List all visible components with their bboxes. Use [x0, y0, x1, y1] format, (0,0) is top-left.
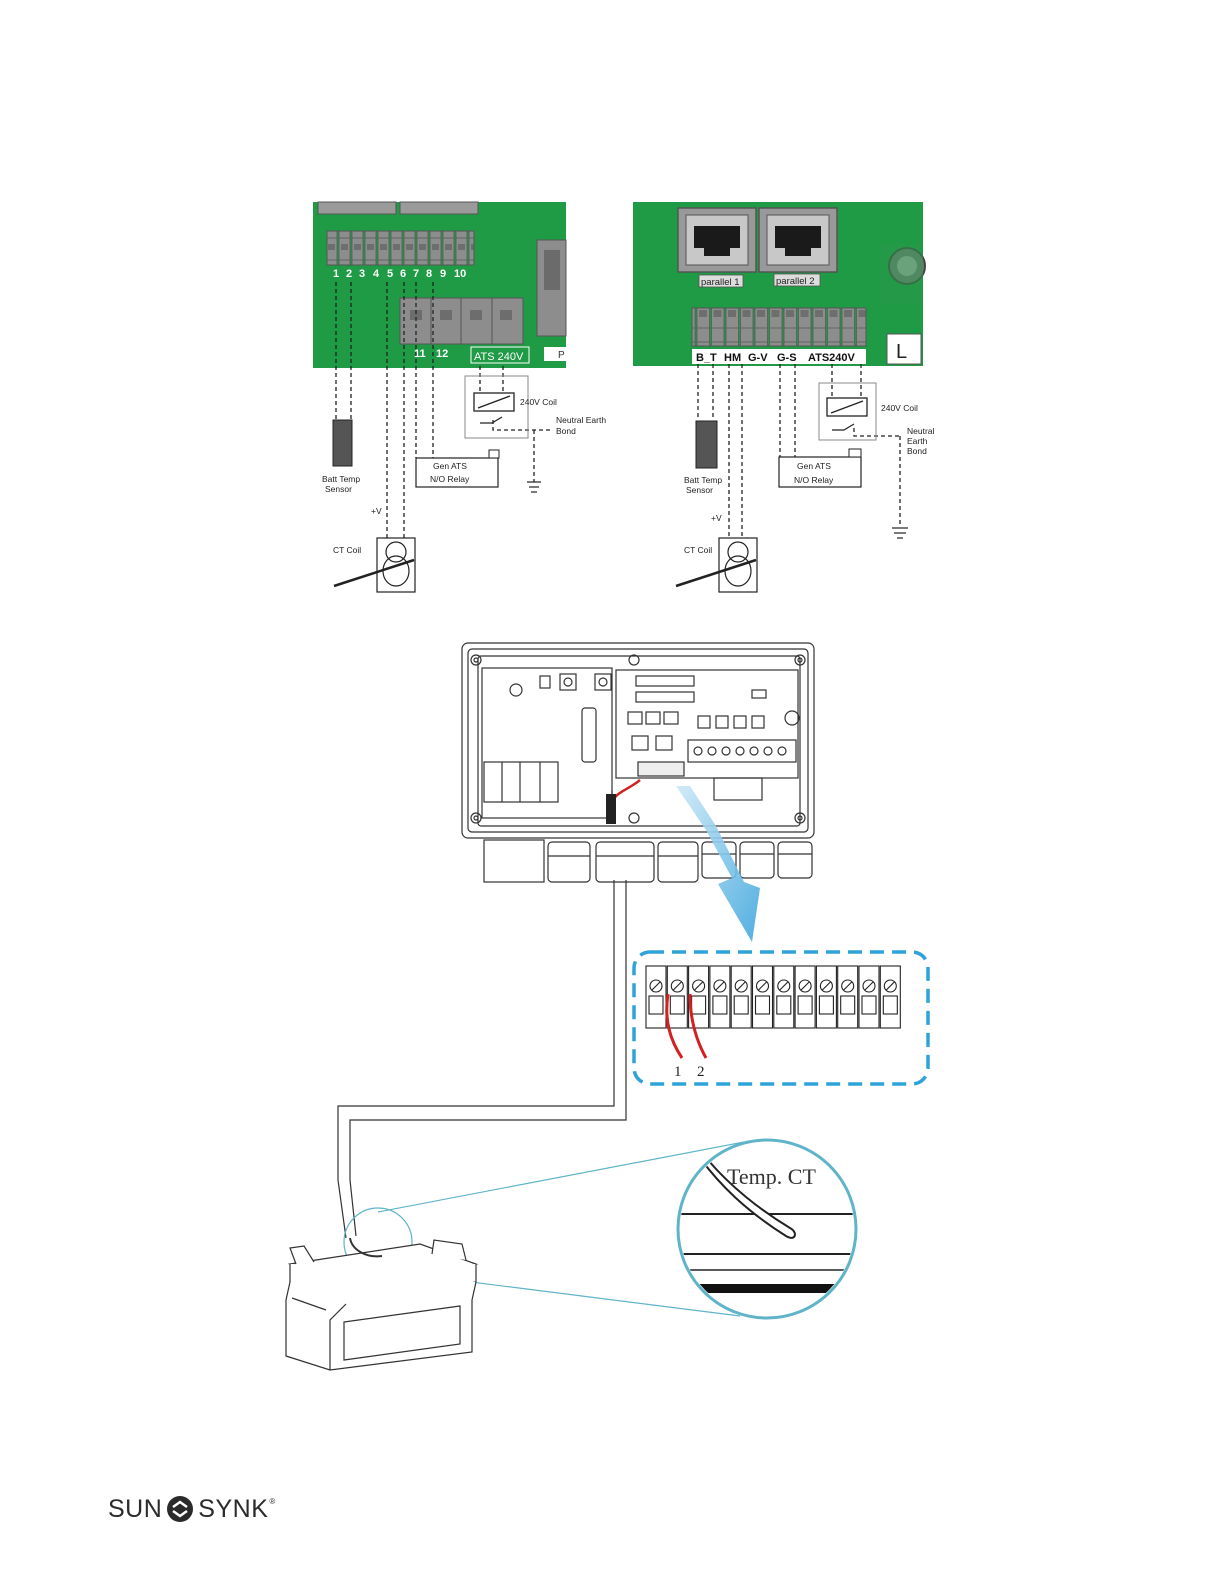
right-gen-ats-2: N/O Relay	[794, 475, 834, 485]
left-neutral-label-2: Bond	[556, 426, 576, 436]
right-batt-temp-2: Sensor	[686, 485, 713, 495]
left-ground-icon	[527, 482, 541, 492]
right-gv-label: G-V	[748, 352, 768, 364]
right-gs-label: G-S	[777, 352, 797, 364]
inverter-illustration	[462, 643, 814, 882]
right-neutral-3: Bond	[907, 446, 927, 456]
left-neutral-label-1: Neutral Earth	[556, 415, 606, 425]
left-batt-temp-sensor	[333, 420, 352, 466]
right-wiring-diagram: parallel 1 parallel 2 L B_T HM G-V G-S A…	[633, 202, 935, 592]
right-ground-icon	[892, 528, 908, 538]
left-terminal-block	[327, 231, 474, 265]
parallel-1-label: parallel 1	[701, 277, 740, 288]
logo-text-left: SUN	[108, 1495, 162, 1524]
right-plus-v: +V	[711, 513, 722, 523]
terminal-9: 9	[440, 268, 446, 280]
left-plus-v: +V	[371, 506, 382, 516]
terminal-5: 5	[387, 268, 393, 280]
terminal-10: 10	[454, 268, 466, 280]
rj45-port-1	[678, 208, 756, 272]
temp-ct-label: Temp. CT	[727, 1164, 816, 1189]
left-batt-temp-2: Sensor	[325, 484, 352, 494]
left-wiring-diagram: 1 2 3 4 5 6 7 8 9 10 11 12 ATS 240V P	[313, 202, 606, 592]
sunsynk-logo: SUN SYNK ®	[108, 1494, 276, 1524]
terminal-8: 8	[426, 268, 432, 280]
right-batt-temp-1: Batt Temp	[684, 475, 722, 485]
callout-terminal-block: 1 2	[634, 952, 928, 1084]
left-gen-ats-2: N/O Relay	[430, 474, 470, 484]
terminal-1: 1	[333, 268, 339, 280]
left-coil-label: 240V Coil	[520, 397, 557, 407]
pin-1-label: 1	[674, 1064, 682, 1080]
left-batt-temp-1: Batt Temp	[322, 474, 360, 484]
right-terminal-block	[692, 308, 866, 346]
right-l-label: L	[896, 341, 907, 363]
terminal-2: 2	[346, 268, 352, 280]
parallel-2-label: parallel 2	[776, 276, 815, 287]
logo-text-right: SYNK	[198, 1495, 268, 1524]
zoom-detail: Temp. CT	[670, 1140, 870, 1318]
right-hm-label: HM	[724, 352, 741, 364]
terminal-4: 4	[373, 268, 380, 280]
terminal-12: 12	[436, 348, 448, 360]
right-neutral-2: Earth	[907, 436, 928, 446]
right-bt-label: B_T	[696, 352, 717, 364]
right-ct-coil: CT Coil	[684, 545, 712, 555]
left-gen-ats-1: Gen ATS	[433, 461, 467, 471]
left-ct-coil: CT Coil	[333, 545, 361, 555]
left-p-label: P	[558, 350, 565, 361]
right-batt-temp-sensor	[696, 421, 717, 468]
sensor-cable	[338, 880, 614, 1238]
right-neutral-1: Neutral	[907, 426, 935, 436]
terminal-6: 6	[400, 268, 406, 280]
logo-registered: ®	[269, 1497, 275, 1506]
right-coil-label: 240V Coil	[881, 403, 918, 413]
right-gen-ats-1: Gen ATS	[797, 461, 831, 471]
right-ats-label: ATS240V	[808, 352, 856, 364]
left-ats-label: ATS 240V	[474, 351, 524, 363]
terminal-3: 3	[359, 268, 365, 280]
logo-mark-icon	[166, 1495, 194, 1523]
terminal-7: 7	[413, 268, 419, 280]
rj45-port-2	[759, 208, 837, 272]
battery-illustration	[286, 1238, 476, 1370]
pin-2-label: 2	[697, 1064, 705, 1080]
